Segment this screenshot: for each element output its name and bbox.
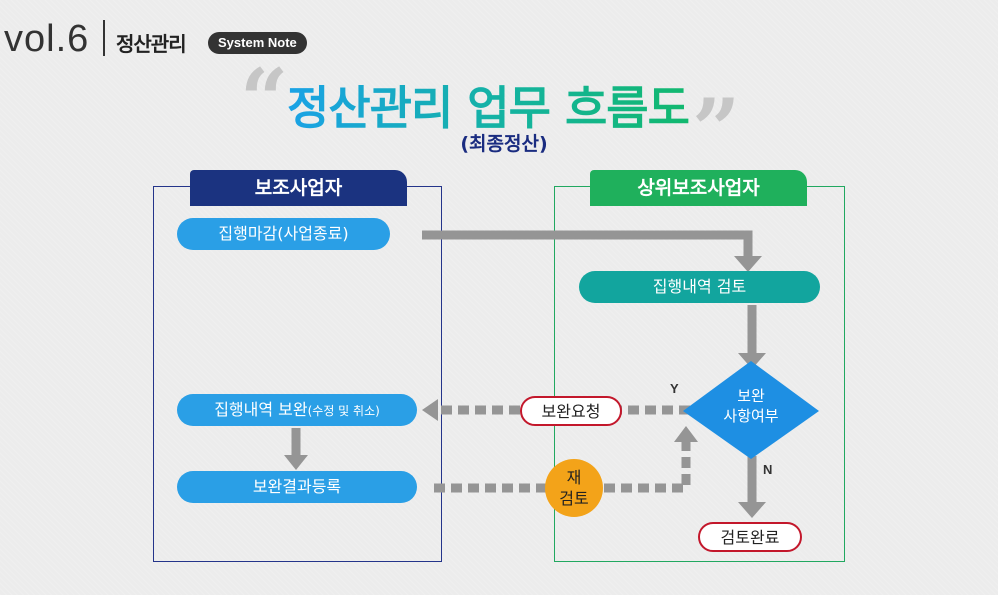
arrow-no-to-complete-head bbox=[738, 502, 766, 518]
system-note-badge: System Note bbox=[208, 32, 307, 54]
decision-label-line1: 보완 bbox=[737, 387, 765, 405]
close-quote-mark: ” bbox=[692, 80, 741, 179]
arrow-yes-to-supplement-head bbox=[422, 399, 438, 421]
node-supplement-execution: 집행내역 보완(수정 및 취소) bbox=[177, 394, 417, 426]
open-quote-mark: “ bbox=[240, 50, 289, 149]
branch-no-label: N bbox=[763, 462, 773, 477]
node-supplement-main: 집행내역 보완 bbox=[214, 400, 308, 419]
decision-diamond bbox=[683, 361, 819, 459]
node-review-complete: 검토완료 bbox=[698, 522, 802, 552]
node-close-execution: 집행마감(사업종료) bbox=[177, 218, 390, 250]
decision-label: 보완 사항여부 bbox=[701, 386, 801, 426]
node-recheck-circle: 재 검토 bbox=[545, 459, 603, 517]
page-subtitle: (최종정산) bbox=[460, 133, 548, 155]
recheck-line1: 재 bbox=[566, 468, 582, 487]
lane-left-tab: 보조사업자 bbox=[190, 170, 407, 206]
recheck-line2: 검토 bbox=[559, 489, 589, 508]
arrow-close-to-review-head bbox=[734, 256, 762, 272]
arrow-register-to-recheck-head bbox=[674, 426, 698, 442]
node-review-execution: 집행내역 검토 bbox=[579, 271, 820, 303]
header-divider bbox=[103, 20, 105, 56]
arrow-close-to-review bbox=[422, 230, 753, 258]
branch-yes-label: Y bbox=[670, 381, 679, 396]
volume-label: vol.6 bbox=[4, 18, 90, 60]
series-title: 정산관리 bbox=[116, 32, 187, 56]
node-supplement-note: (수정 및 취소) bbox=[307, 404, 380, 418]
node-register-result: 보완결과등록 bbox=[177, 471, 417, 503]
page-title: 정산관리 업무 흐름도 bbox=[287, 72, 690, 138]
decision-label-line2: 사항여부 bbox=[723, 407, 779, 425]
lane-right-tab: 상위보조사업자 bbox=[590, 170, 807, 206]
node-request-supplement: 보완요청 bbox=[520, 396, 622, 426]
arrow-supplement-to-register-head bbox=[284, 455, 308, 470]
arrow-review-to-decision-head bbox=[738, 353, 766, 369]
